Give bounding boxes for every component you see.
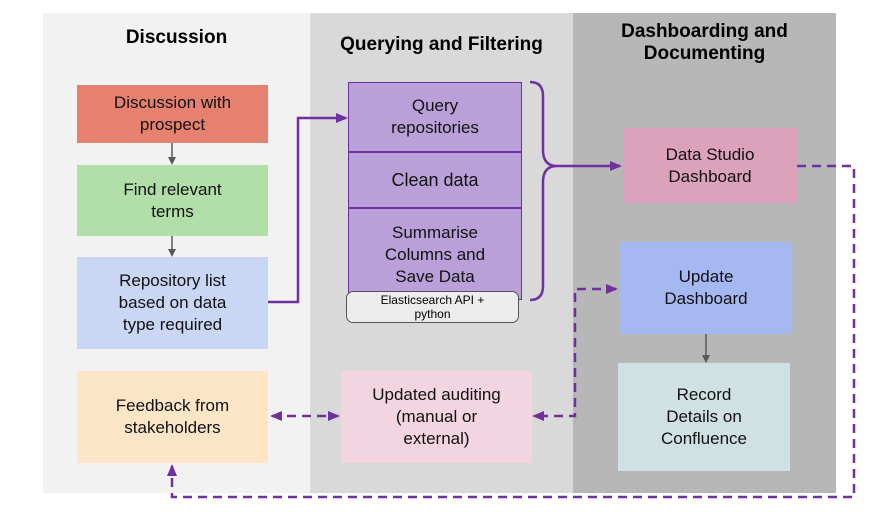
dashed-datastudio-to-feedback [167, 164, 856, 499]
node-record-details: Record Details on Confluence [618, 363, 790, 471]
node-feedback-from-stakeholders: Feedback from stakeholders [77, 371, 268, 463]
node-data-studio-dashboard: Data Studio Dashboard [623, 128, 797, 203]
node-updated-auditing: Updated auditing (manual or external) [341, 371, 532, 463]
node-find-relevant-terms: Find relevant terms [77, 165, 268, 236]
node-summarise-columns: Summarise Columns and Save Data [348, 208, 522, 300]
brace [529, 80, 558, 302]
lane-title-discussion: Discussion [125, 27, 228, 48]
lane-title-dashboarding: Dashboarding and Documenting [621, 21, 788, 64]
lane-title-querying: Querying and Filtering [340, 34, 543, 55]
tool-label-elasticsearch: Elasticsearch API + python [346, 291, 519, 323]
node-discussion-with-prospect: Discussion with prospect [77, 85, 268, 143]
node-update-dashboard: Update Dashboard [620, 242, 792, 334]
node-clean-data: Clean data [348, 152, 522, 208]
node-query-repositories: Query repositories [348, 82, 522, 152]
node-repository-list: Repository list based on data type requi… [77, 257, 268, 349]
dashed-update-auditing [532, 284, 618, 421]
arrow-repolist-to-query [268, 113, 348, 304]
